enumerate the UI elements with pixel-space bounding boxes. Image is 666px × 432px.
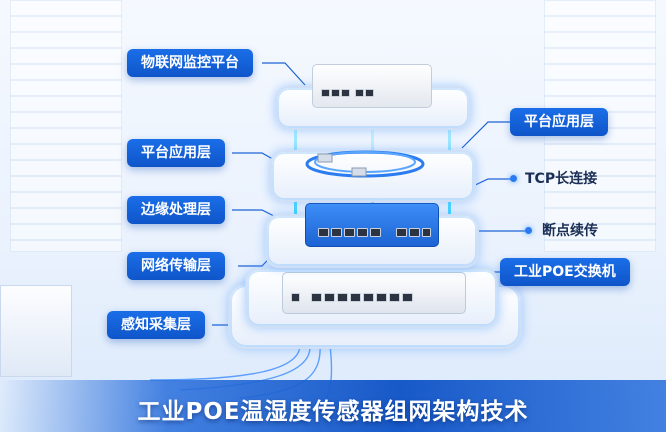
label-tcp-long-connection: TCP长连接 [525, 171, 598, 187]
label-breakpoint-resume: 断点续传 [542, 223, 598, 239]
label-platform-application-layer-right: 平台应用层 [510, 108, 608, 136]
poe-switch-device [282, 272, 466, 314]
edge-router-device [305, 203, 439, 247]
light-beam-right [448, 102, 451, 322]
connector-iot [262, 62, 306, 86]
resume-dot-icon [525, 227, 532, 234]
background-server-rack-left [10, 0, 122, 252]
background-shelf [0, 285, 72, 377]
label-iot-monitoring-platform: 物联网监控平台 [127, 49, 253, 77]
label-platform-application-layer: 平台应用层 [127, 139, 225, 167]
label-edge-processing-layer: 边缘处理层 [127, 196, 225, 224]
light-beam-left [294, 102, 297, 322]
network-cable-coil [305, 150, 425, 178]
page-title: 工业POE温湿度传感器组网架构技术 [137, 399, 529, 425]
iot-gateway-device [312, 64, 432, 108]
title-banner [0, 380, 666, 432]
label-network-transmission-layer: 网络传输层 [127, 252, 225, 280]
label-sensing-collection-layer: 感知采集层 [107, 311, 205, 339]
connector-platform-right [461, 121, 510, 149]
label-industrial-poe-switch: 工业POE交换机 [500, 258, 630, 286]
tcp-dot-icon [510, 175, 517, 182]
